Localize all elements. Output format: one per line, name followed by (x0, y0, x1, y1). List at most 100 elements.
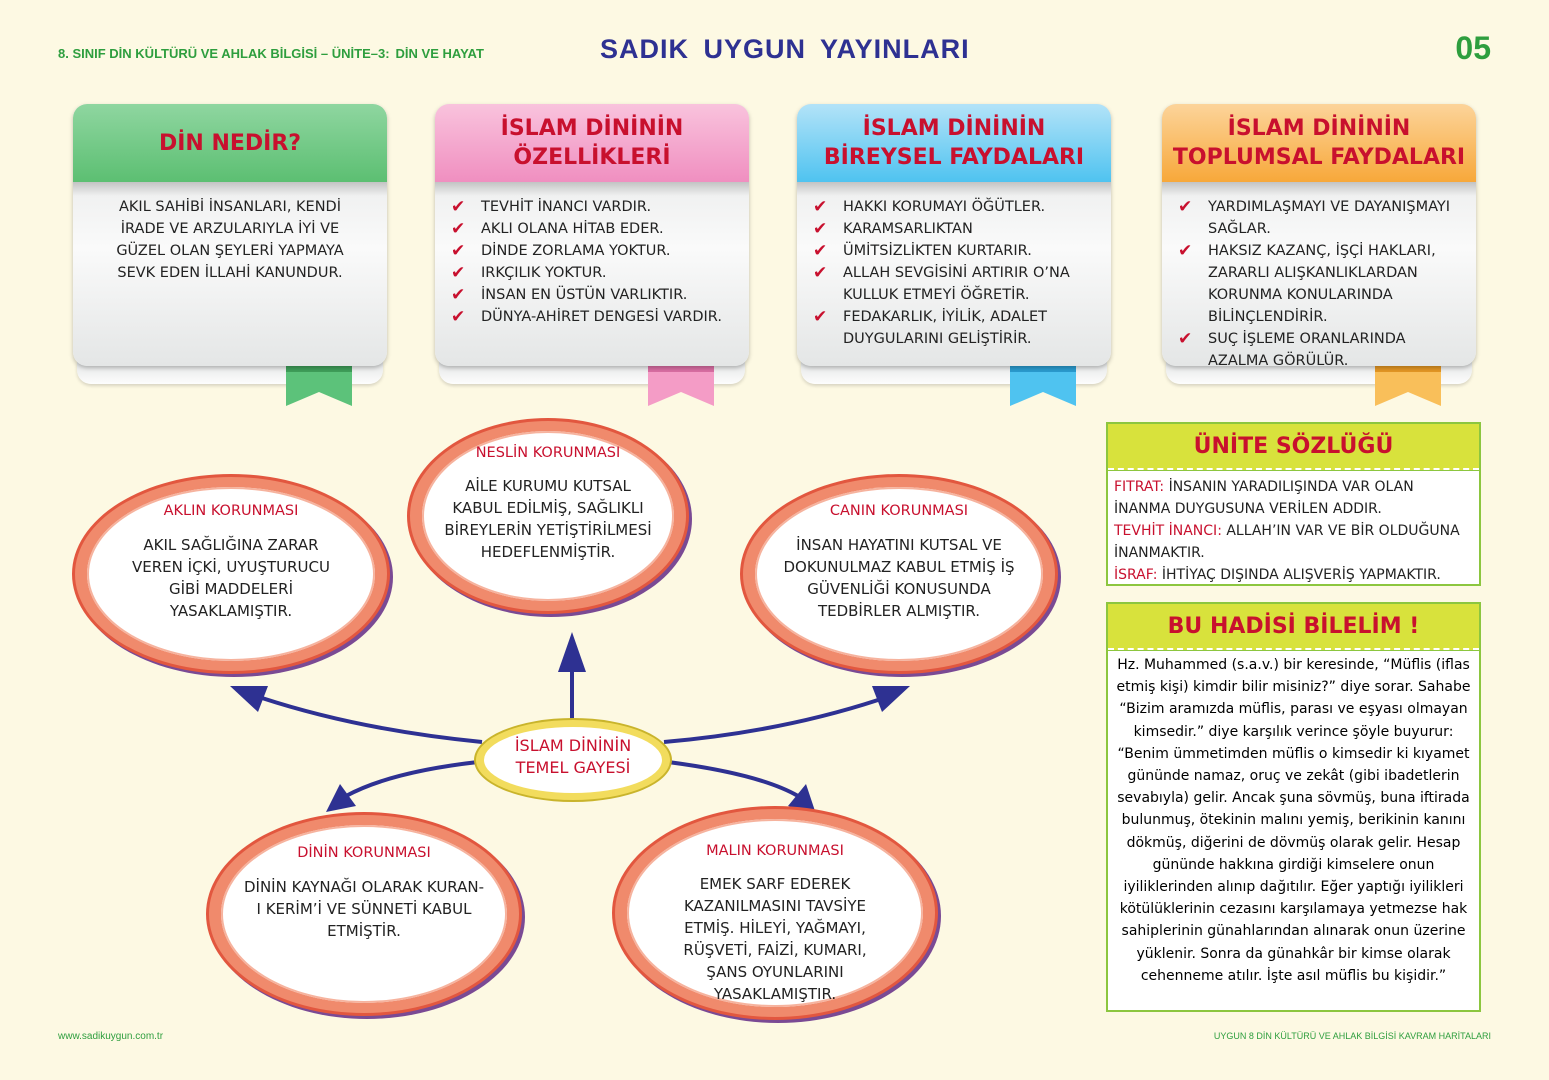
oval-title: CANIN KORUNMASI (829, 503, 969, 519)
card-body: İSLAM DİNİNİN ÖZELLİKLERİ ✔TEVHİT İNANCI … (435, 104, 749, 366)
oval-text: İNSAN HAYATINI KUTSAL VE DOKUNULMAZ KABU… (783, 536, 1015, 620)
check-icon: ✔ (451, 263, 466, 283)
card-title-line1: İSLAM DİNİNİN (862, 116, 1046, 141)
card-ozellikler: İSLAM DİNİNİN ÖZELLİKLERİ ✔TEVHİT İNANCI … (435, 104, 749, 406)
list-item: ✔YARDIMLAŞMAYI VE DAYANIŞMAYI SAĞLAR. (1178, 197, 1451, 237)
sozluk-entry: FITRAT: İNSANIN YARADILIŞINDA VAR OLAN İ… (1114, 476, 1473, 520)
check-icon: ✔ (451, 285, 466, 305)
list-item: ✔HAKKI KORUMAYI ÖĞÜTLER. (813, 197, 1046, 217)
sozluk-term: FITRAT: (1114, 479, 1165, 495)
publisher-title: SADIK UYGUN YAYINLARI (600, 34, 970, 64)
oval-title: AKLIN KORUNMASI (163, 503, 299, 519)
arrowhead-up (558, 632, 586, 672)
sozluk-def: İHTİYAÇ DIŞINDA ALIŞVERİŞ YAPMAKTIR. (1157, 567, 1441, 583)
arrow-upleft (261, 696, 483, 744)
list-item: ✔İNSAN EN ÜSTÜN VARLIKTIR. (451, 285, 688, 305)
card-toplumsal: İSLAM DİNİNİN TOPLUMSAL FAYDALARI ✔YARDIM… (1162, 104, 1476, 406)
hadis-title: BU HADİSİ BİLELİM ! (1108, 604, 1479, 650)
oval-malin-korunmasi: MALIN KORUNMASI EMEK SARF EDEREK KAZANIL… (612, 806, 938, 1020)
list-item: ✔HAKSIZ KAZANÇ, İŞÇİ HAKLARI, ZARARLI AL… (1178, 241, 1436, 325)
card-header: İSLAM DİNİNİN TOPLUMSAL FAYDALARI (1162, 104, 1476, 196)
center-title-line1: İSLAM DİNİNİN (514, 736, 632, 755)
check-icon: ✔ (813, 263, 828, 283)
list-item: ✔SUÇ İŞLEME ORANLARINDA AZALMA GÖRÜLÜR. (1178, 329, 1406, 366)
list-item: ✔FEDAKARLIK, İYİLİK, ADALET DUYGULARINI … (813, 307, 1047, 347)
unite-sozlugu-box: ÜNİTE SÖZLÜĞÜ FITRAT: İNSANIN YARADILIŞI… (1106, 422, 1481, 586)
oval-neslin-korunmasi: NESLİN KORUNMASI AİLE KURUMU KUTSAL KABU… (407, 418, 689, 614)
green-ribbon-icon (286, 366, 352, 406)
check-icon: ✔ (813, 241, 828, 261)
card-din-nedir: DİN NEDİR? AKIL SAHİBİ İNSANLARI, KENDİ … (73, 104, 387, 406)
oval-dinin-korunmasi: DİNİN KORUNMASI DİNİN KAYNAĞI OLARAK KUR… (206, 812, 522, 1016)
arrow-downright (667, 760, 800, 798)
card-body: DİN NEDİR? AKIL SAHİBİ İNSANLARI, KENDİ … (73, 104, 387, 366)
oval-title: DİNİN KORUNMASI (297, 845, 431, 861)
card-header: İSLAM DİNİNİN BİREYSEL FAYDALARI (797, 104, 1111, 196)
list-item: ✔KARAMSARLIKTAN (813, 219, 973, 239)
card-title-line1: İSLAM DİNİNİN (1227, 116, 1411, 141)
check-icon: ✔ (451, 241, 466, 261)
list-item: ✔IRKÇILIK YOKTUR. (451, 263, 607, 283)
oval-title: MALIN KORUNMASI (706, 843, 844, 859)
orange-ribbon-icon (1375, 366, 1441, 406)
card-title-line2: ÖZELLİKLERİ (513, 145, 671, 170)
sozluk-entry: İSRAF: İHTİYAÇ DIŞINDA ALIŞVERİŞ YAPMAKT… (1114, 564, 1473, 586)
check-icon: ✔ (813, 219, 828, 239)
check-icon: ✔ (1178, 241, 1193, 261)
page-number: 05 (1455, 30, 1491, 66)
arrowhead-upleft (230, 686, 268, 712)
check-icon: ✔ (451, 197, 466, 217)
check-icon: ✔ (451, 219, 466, 239)
sozluk-def: İNSANIN YARADILIŞINDA VAR OLAN İNANMA DU… (1114, 479, 1414, 517)
arrowhead-upright (872, 686, 910, 712)
header-unit-label: 8. SINIF DİN KÜLTÜRÜ VE AHLAK BİLGİSİ – … (58, 46, 484, 61)
sozluk-title: ÜNİTE SÖZLÜĞÜ (1108, 424, 1479, 470)
oval-text: EMEK SARF EDEREK KAZANILMASINI TAVSİYE E… (683, 875, 867, 1003)
card-title-line2: TOPLUMSAL FAYDALARI (1172, 145, 1466, 170)
unit-topic: DİN VE HAYAT (395, 46, 484, 61)
list-item: ✔AKLI OLANA HİTAB EDER. (451, 219, 664, 239)
center-temel-gaye: İSLAM DİNİNİN TEMEL GAYESİ (474, 718, 672, 802)
card-list: ✔TEVHİT İNANCI VARDIR. ✔AKLI OLANA HİTAB… (435, 196, 749, 328)
center-title: İSLAM DİNİNİN TEMEL GAYESİ (476, 735, 670, 779)
oval-canin-korunmasi: CANIN KORUNMASI İNSAN HAYATINI KUTSAL VE… (740, 474, 1058, 674)
arrow-upright (663, 698, 879, 744)
card-title: DİN NEDİR? (158, 130, 302, 156)
card-header: DİN NEDİR? (73, 104, 387, 196)
footer-website: www.sadikuygun.com.tr (58, 1031, 164, 1042)
sozluk-body: FITRAT: İNSANIN YARADILIŞINDA VAR OLAN İ… (1108, 470, 1479, 592)
hadis-box: BU HADİSİ BİLELİM ! Hz. Muhammed (s.a.v.… (1106, 602, 1481, 1012)
oval-text: AİLE KURUMU KUTSAL KABUL EDİLMİŞ, SAĞLIK… (444, 477, 652, 561)
oval-text: DİNİN KAYNAĞI OLARAK KURAN-I KERİM’İ VE … (243, 878, 485, 940)
arrowhead-downleft (326, 784, 356, 812)
unit-label: 8. SINIF DİN KÜLTÜRÜ VE AHLAK BİLGİSİ – … (58, 46, 390, 61)
list-item: ✔DÜNYA-AHİRET DENGESİ VARDIR. (451, 307, 722, 327)
blue-ribbon-icon (1010, 366, 1076, 406)
center-title-line2: TEMEL GAYESİ (515, 758, 631, 777)
sozluk-def: ALLAH’IN VAR VE BİR OLDUĞUNA İNANMAKTIR. (1114, 523, 1460, 561)
arrow-downleft (345, 760, 479, 798)
card-body: İSLAM DİNİNİN TOPLUMSAL FAYDALARI ✔YARDIM… (1162, 104, 1476, 366)
check-icon: ✔ (813, 197, 828, 217)
footer-book-title: UYGUN 8 DİN KÜLTÜRÜ VE AHLAK BİLGİSİ KAV… (1213, 1031, 1491, 1041)
card-title-line1: İSLAM DİNİNİN (500, 116, 684, 141)
list-item: ✔ALLAH SEVGİSİNİ ARTIRIR O’NA KULLUK ETM… (813, 263, 1070, 303)
list-item: ✔DİNDE ZORLAMA YOKTUR. (451, 241, 671, 261)
list-item: ✔ÜMİTSİZLİKTEN KURTARIR. (813, 241, 1032, 261)
card-list: ✔HAKKI KORUMAYI ÖĞÜTLER. ✔KARAMSARLIKTAN… (797, 196, 1111, 350)
check-icon: ✔ (451, 307, 466, 327)
hadis-text: Hz. Muhammed (s.a.v.) bir keresinde, “Mü… (1116, 657, 1471, 984)
card-bireysel: İSLAM DİNİNİN BİREYSEL FAYDALARI ✔HAKKI K… (797, 104, 1111, 406)
sozluk-term: İSRAF: (1114, 567, 1158, 583)
sozluk-term: TEVHİT İNANCI: (1114, 523, 1222, 539)
oval-aklin-korunmasi: AKLIN KORUNMASI AKIL SAĞLIĞINA ZARAR VER… (72, 474, 390, 674)
check-icon: ✔ (813, 307, 828, 327)
oval-text: AKIL SAĞLIĞINA ZARAR VEREN İÇKİ, UYUŞTUR… (132, 536, 330, 620)
list-item: ✔TEVHİT İNANCI VARDIR. (451, 197, 652, 217)
pink-ribbon-icon (648, 366, 714, 406)
card-list: ✔YARDIMLAŞMAYI VE DAYANIŞMAYI SAĞLAR. ✔H… (1162, 196, 1476, 366)
card-text: AKIL SAHİBİ İNSANLARI, KENDİ İRADE VE AR… (116, 199, 344, 281)
check-icon: ✔ (1178, 197, 1193, 217)
card-body: İSLAM DİNİNİN BİREYSEL FAYDALARI ✔HAKKI K… (797, 104, 1111, 366)
card-title-line2: BİREYSEL FAYDALARI (823, 145, 1085, 170)
